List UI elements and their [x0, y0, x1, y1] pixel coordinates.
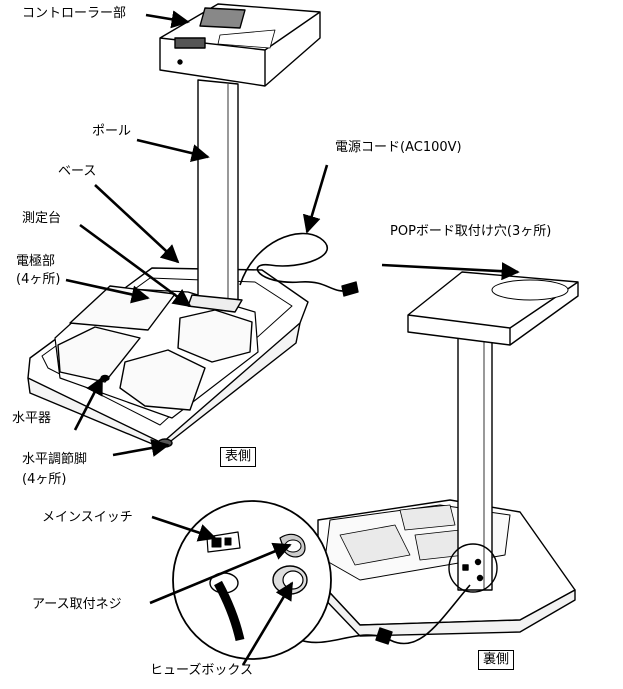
zoom-detail [172, 500, 332, 660]
front-unit [27, 3, 359, 449]
label-back-side: 裏側 [478, 650, 515, 670]
front-controller [159, 3, 321, 87]
label-electrode: 電極部 [16, 254, 56, 269]
back-detail-circle [448, 543, 498, 593]
label-pop-board-holes: POPボード取付け穴(3ヶ所) [390, 224, 552, 239]
label-leveling-feet: 水平調節脚 [22, 452, 88, 467]
back-pop-board [407, 271, 579, 346]
label-base: ベース [58, 164, 97, 179]
label-level: 水平器 [12, 411, 52, 426]
label-ground-screw: アース取付ネジ [32, 597, 122, 612]
label-controller: コントローラー部 [22, 6, 127, 21]
front-pole [187, 79, 243, 313]
back-unit [299, 271, 579, 645]
label-front-side: 表側 [220, 447, 257, 467]
label-fuse-box: ヒューズボックス [150, 663, 253, 678]
label-electrode-count: (4ヶ所) [16, 272, 61, 287]
label-main-switch: メインスイッチ [42, 510, 133, 525]
back-pole [457, 329, 493, 591]
label-power-cord: 電源コード(AC100V) [335, 140, 462, 155]
front-power-cord [239, 232, 353, 292]
leader-arrows [65, 10, 520, 666]
label-pole: ポール [92, 124, 132, 139]
label-leveling-feet-count: (4ヶ所) [22, 472, 67, 487]
label-measure-stand: 測定台 [22, 211, 62, 226]
